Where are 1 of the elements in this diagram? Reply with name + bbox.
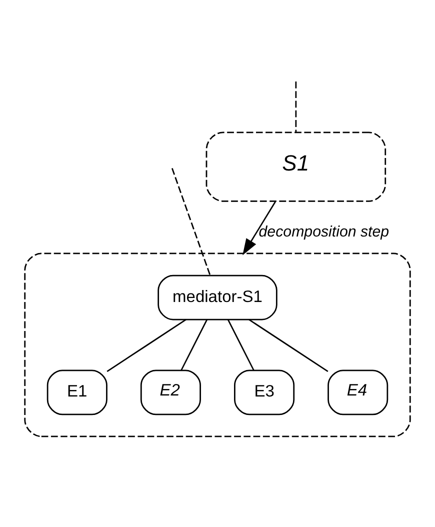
edge-label: decomposition step bbox=[258, 223, 390, 240]
